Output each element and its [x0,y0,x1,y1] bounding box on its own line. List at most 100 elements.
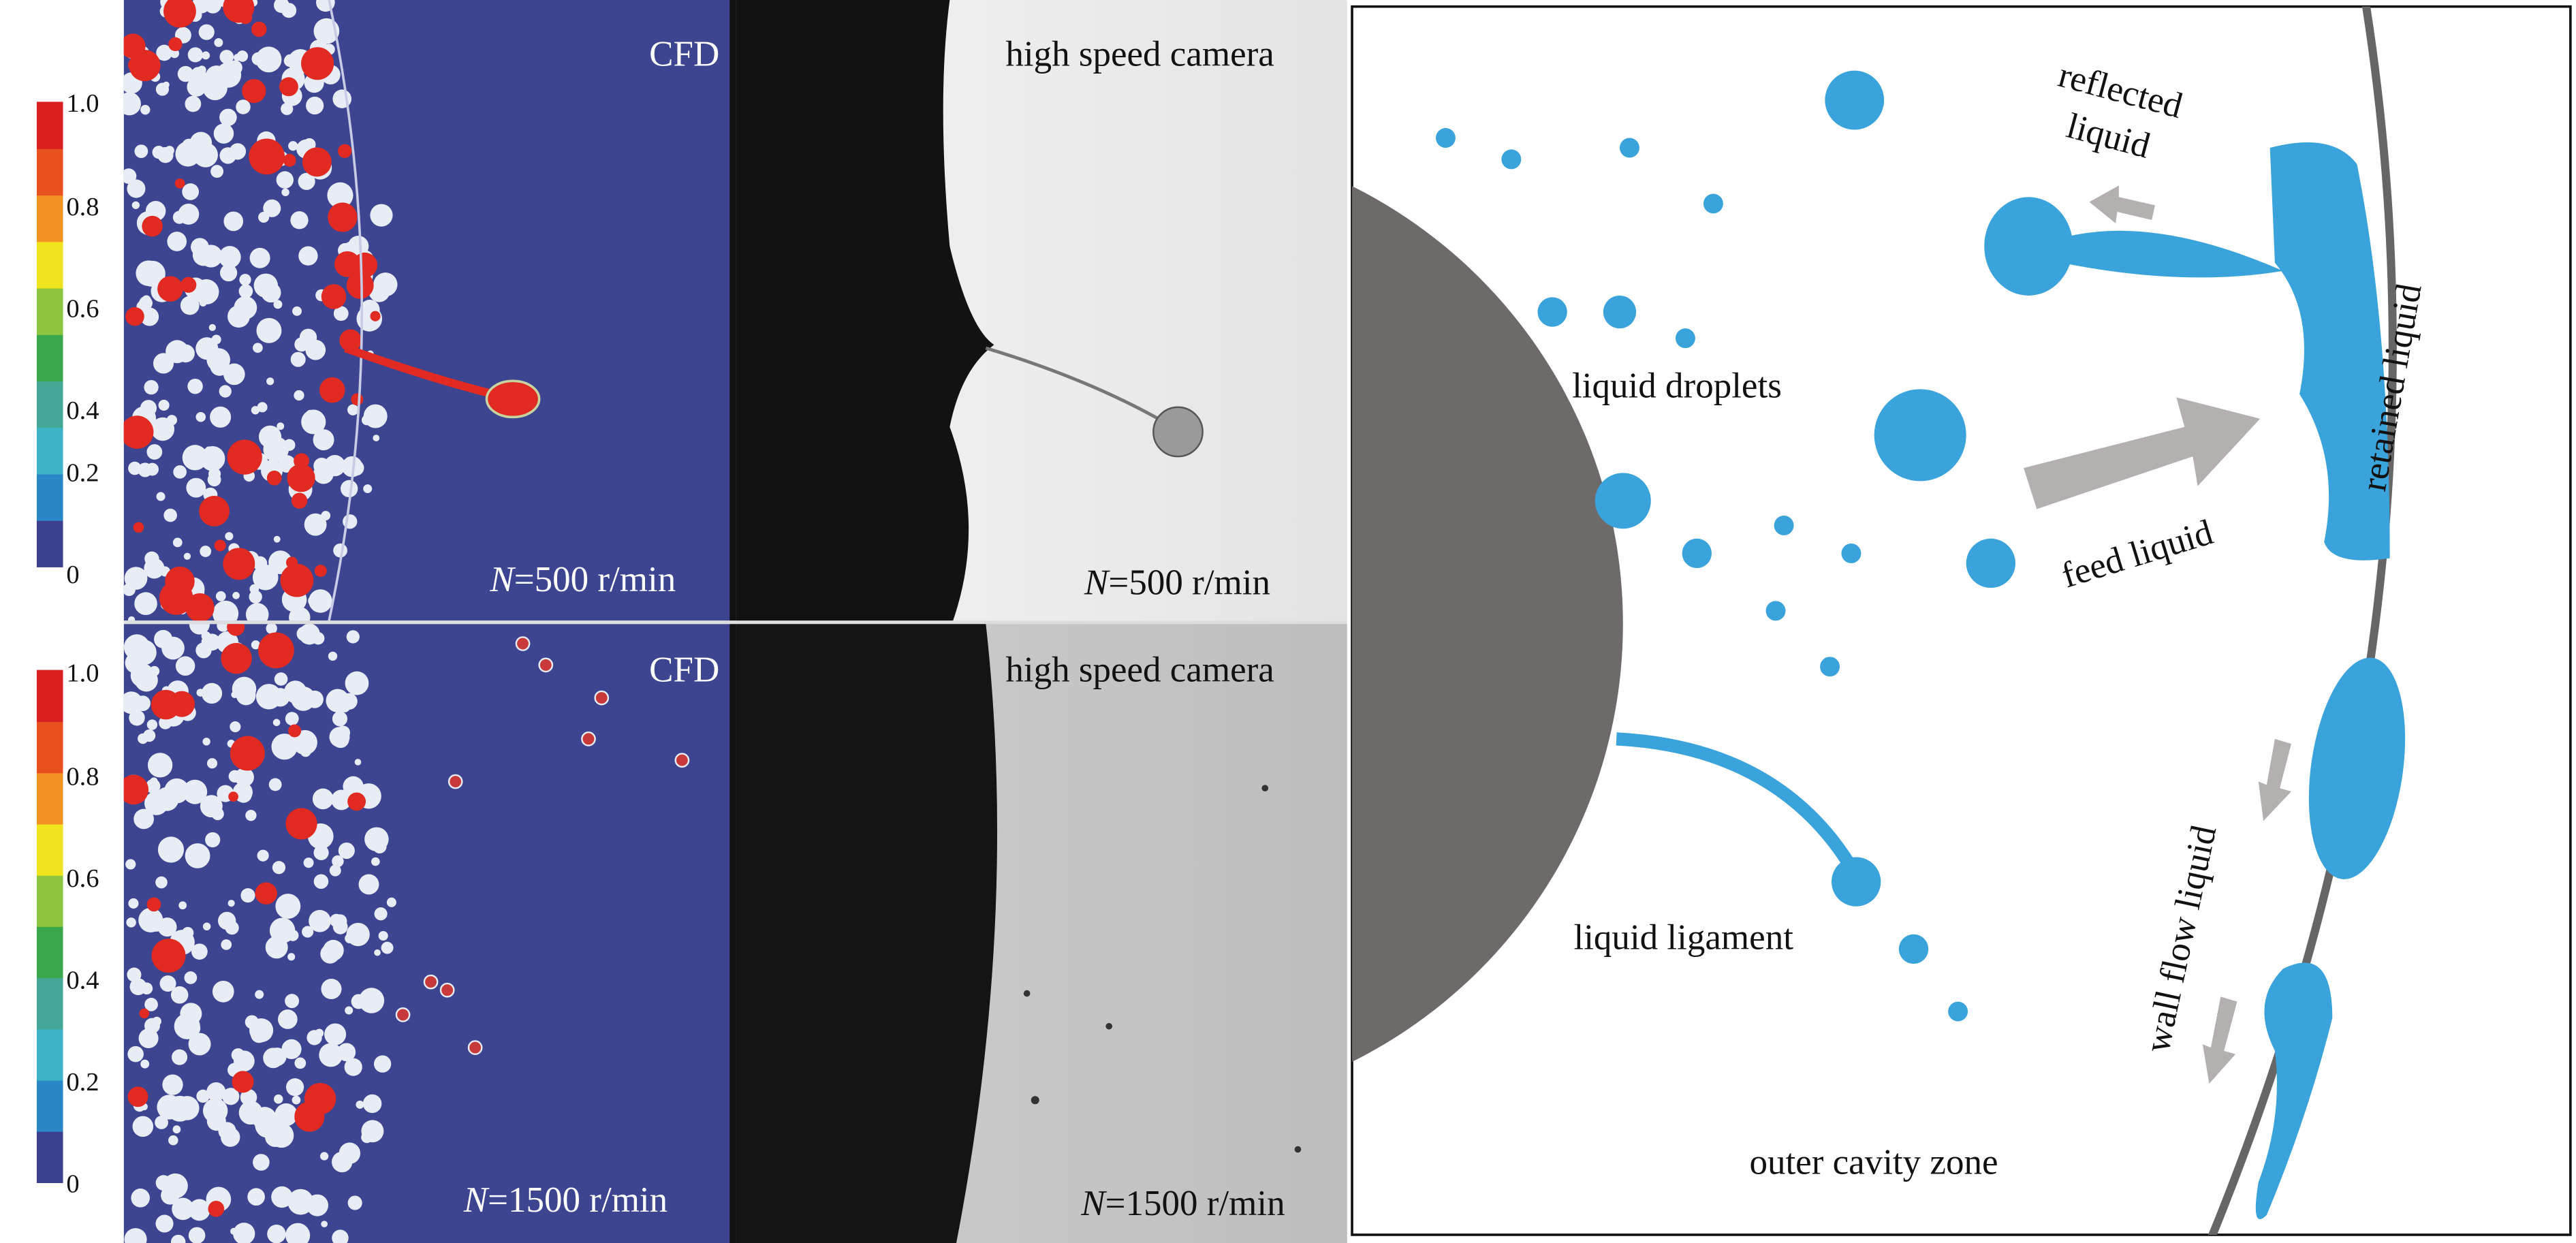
packing-void [269,1122,294,1148]
packing-void [281,1039,302,1059]
packing-void [361,1120,384,1143]
packing-void [230,721,241,733]
packing-void [219,385,232,398]
cfd-droplet [423,974,439,990]
packing-void [202,1098,228,1123]
packing-void [125,859,136,870]
cfd-liquid-blob [302,147,332,177]
cfd-liquid-blob [346,271,374,299]
colorbar-band [36,1131,63,1184]
packing-void [231,1048,245,1062]
packing-void [270,688,290,707]
packing-void [275,894,301,919]
cfd-liquid-blob [257,632,294,669]
packing-void [182,138,196,153]
packing-void [123,168,137,184]
packing-void [202,738,210,746]
packing-void [272,925,289,941]
packing-void [323,939,344,961]
camera-ligament [985,346,1159,420]
packing-void [140,105,151,115]
packing-void [245,810,257,821]
packing-void [332,1229,349,1243]
packing-void [292,729,317,755]
packing-void [327,182,354,208]
packing-void [157,146,174,163]
packing-void [131,1189,150,1208]
packing-void [151,417,175,441]
packing-void [193,279,219,305]
packing-void [321,1221,328,1228]
packing-void [140,307,159,326]
packing-void [227,60,242,76]
packing-void [346,922,370,947]
packing-void [170,1234,186,1243]
packing-void [168,1135,178,1146]
cfd-liquid-blob [133,522,144,533]
packing-void [210,165,224,178]
packing-texture [123,624,396,1243]
cfd-liquid-blob [352,252,378,278]
tick-label: 0.2 [66,1068,99,1097]
packing-void [191,238,209,257]
packing-void [155,1116,168,1129]
tick-label: 0.8 [66,762,99,791]
cfd-liquid-blob [321,284,347,309]
packing-void [381,941,394,954]
colorbar-band [36,875,63,927]
cfd-droplet [538,657,554,673]
packing-void [127,179,146,198]
packing-void [319,1043,343,1067]
packing-void [313,429,334,451]
schematic-panel: reflected liquid retained liquid liquid … [1351,5,2572,1236]
packing-void [172,210,187,224]
packing-void [123,92,141,116]
packing-void [187,77,206,97]
packing-void [144,379,159,395]
packing-void [140,1059,150,1069]
cfd-liquid-blob [242,79,266,104]
packing-void [135,695,151,712]
packing-void [306,96,324,115]
packing-void [228,770,241,783]
packing-void [177,65,194,82]
cfd-liquid-blob [285,808,317,840]
packing-void [285,1078,304,1097]
packing-void [290,211,309,230]
packing-void [127,1045,144,1063]
packing-void [136,260,162,287]
camera-droplet [1152,406,1204,458]
packing-void [155,876,168,889]
colorbar-band [36,1080,63,1132]
colorbar-band [36,670,63,723]
cfd-liquid-blob [249,138,285,175]
packing-void [172,537,183,548]
packing-void [249,590,262,604]
packing-void [183,779,208,804]
cfd-liquid-blob [328,202,358,232]
colorbar-bottom [36,670,63,1184]
cfd-droplet [674,753,690,768]
packing-void [185,843,210,868]
packing-void [172,1197,194,1221]
cfd-ligament [344,344,494,398]
packing-void [200,446,225,471]
packing-void [332,855,344,868]
packing-void [272,719,281,727]
packing-void [157,1095,182,1120]
packing-void [138,1028,159,1049]
packing-void [276,171,294,189]
rotor-disk [1352,186,1623,1062]
packing-void [371,857,380,866]
packing-void [232,592,240,599]
cfd-droplet [594,690,610,706]
liquid-droplets [1435,70,2406,1220]
packing-void [223,211,244,232]
tick-label: 0.4 [66,396,99,425]
colorbar-band [36,241,63,289]
camera-panel-1500 [736,624,1347,1243]
colorbar-band [36,194,63,242]
packing-void [147,753,173,778]
packing-void [161,1186,180,1205]
packing-void [306,1194,328,1216]
